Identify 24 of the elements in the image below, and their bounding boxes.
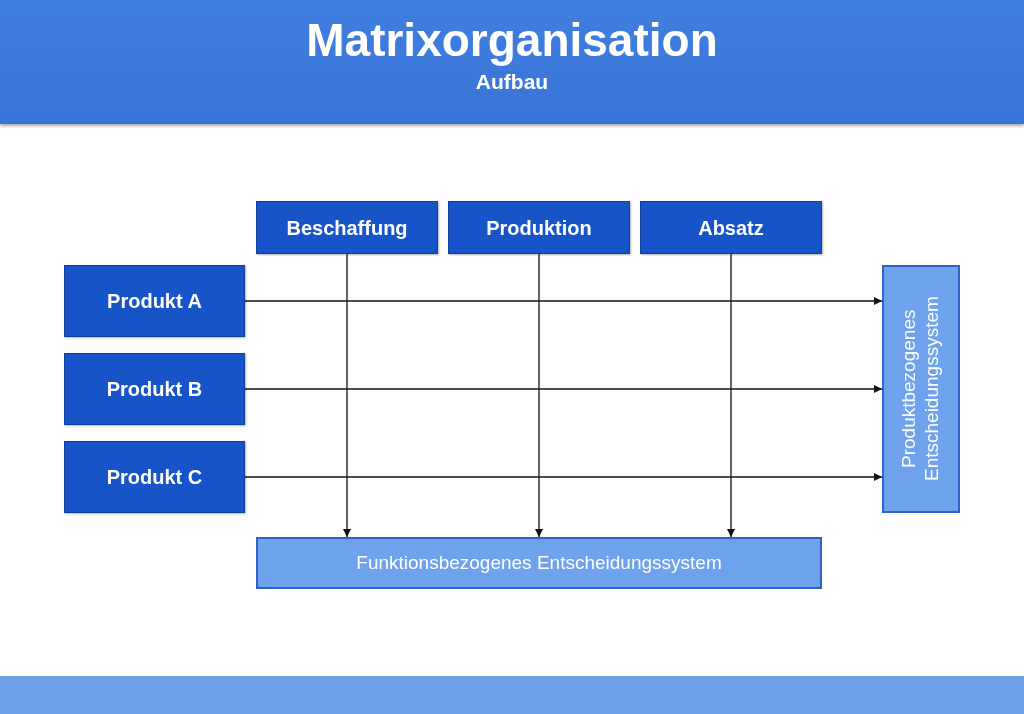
node-label: Funktionsbezogenes Entscheidungssystem xyxy=(356,551,722,575)
unit-box xyxy=(256,201,438,254)
arrow xyxy=(244,385,883,393)
node-label: Produkt A xyxy=(107,289,202,313)
node-label: Produkt B xyxy=(106,377,203,401)
unit-box xyxy=(64,353,245,425)
arrow xyxy=(535,253,543,538)
node-label: Produktbezogenes Entscheidungssystem xyxy=(898,295,943,484)
arrow xyxy=(244,473,883,481)
node-label: Absatz xyxy=(698,215,764,240)
arrow xyxy=(343,253,351,538)
node-label: Produkt C xyxy=(106,465,203,489)
title: Matrixorganisation xyxy=(306,13,718,68)
arrow xyxy=(727,253,735,538)
unit-box xyxy=(448,201,630,254)
arrow xyxy=(244,297,883,305)
decision-system-box xyxy=(882,265,960,513)
node-label: Beschaffung xyxy=(286,215,408,240)
subtitle: Aufbau xyxy=(475,70,549,94)
node-label: Produktion xyxy=(486,215,592,240)
decision-system-box xyxy=(256,537,822,589)
unit-box xyxy=(64,265,245,337)
unit-box xyxy=(640,201,822,254)
unit-box xyxy=(64,441,245,513)
